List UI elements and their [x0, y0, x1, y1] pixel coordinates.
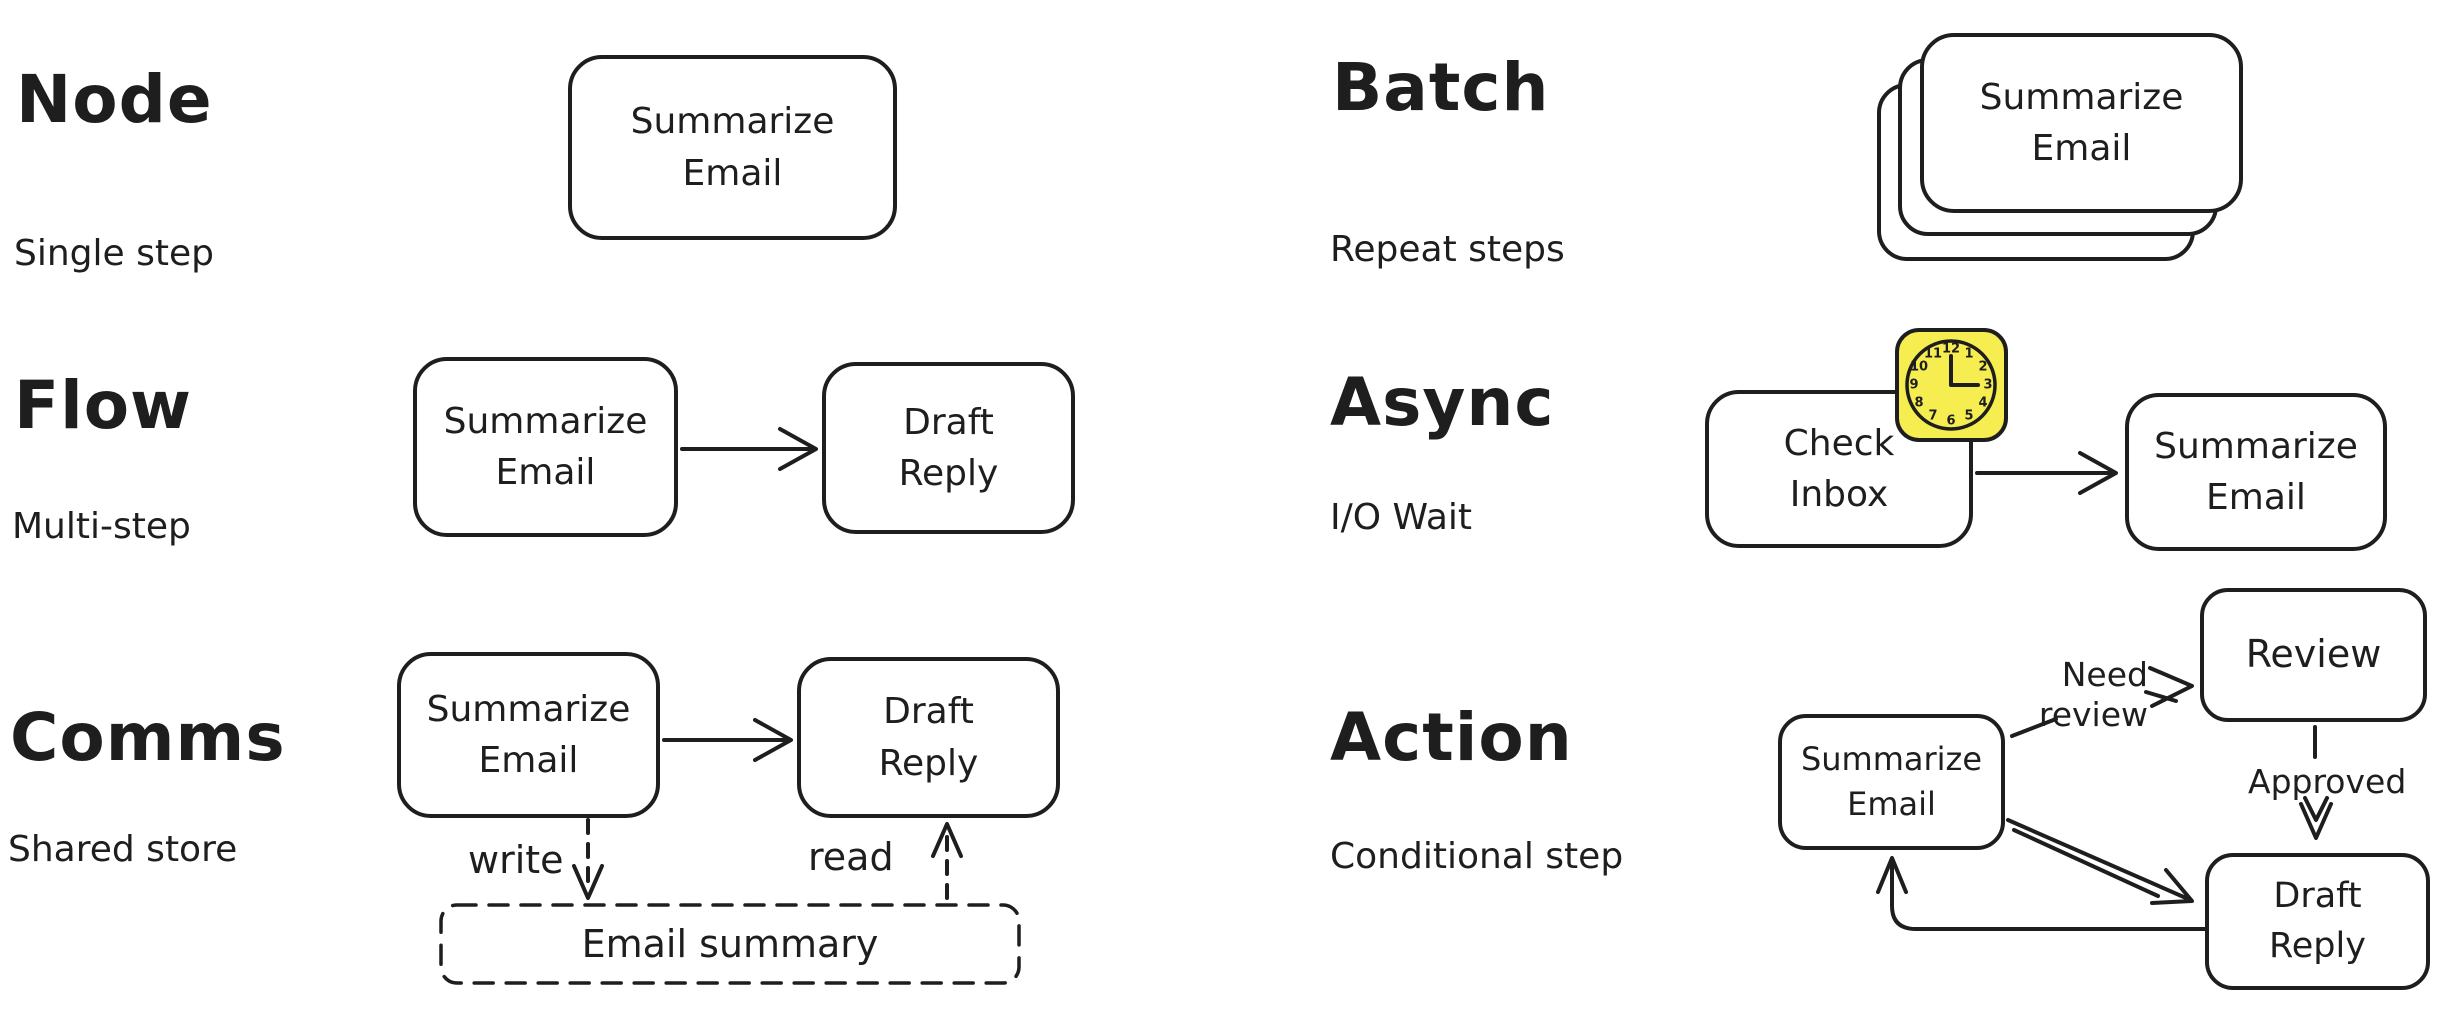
flow-summarize-email-label: Summarize Email: [443, 400, 648, 493]
clock-numeral: 8: [1914, 395, 1924, 411]
flow-draft-reply-box: Draft Reply: [822, 362, 1075, 534]
action-section-title: Action: [1330, 699, 1573, 776]
async-summarize-email-box: Summarize Email: [2125, 393, 2387, 551]
summarize-to-draft-arrow: [2006, 818, 2194, 905]
comms-section-subtitle: Shared store: [8, 829, 238, 870]
node-section-title: Node: [16, 61, 213, 138]
approved-label: Approved: [2248, 762, 2407, 801]
flow-summarize-email-box: Summarize Email: [413, 357, 678, 537]
async-check-inbox-label: Check Inbox: [1783, 422, 1895, 515]
approved-arrow-head: [2299, 796, 2333, 840]
node-summarize-email-box: Summarize Email: [568, 55, 897, 240]
action-section-subtitle: Conditional step: [1330, 836, 1624, 877]
clock-numeral: 10: [1909, 359, 1929, 375]
flow-arrow: [680, 427, 818, 471]
need-review-label: Need review: [2038, 655, 2148, 734]
write-arrow-head: [572, 864, 604, 900]
async-section-title: Async: [1330, 364, 1555, 441]
batch-summarize-email-box: Summarize Email: [1920, 33, 2243, 213]
clock-numeral: 3: [1983, 377, 1993, 393]
flow-section-subtitle: Multi-step: [12, 506, 191, 547]
draft-to-summarize-return-arrow: [1876, 856, 2207, 931]
comms-draft-reply-label: Draft Reply: [878, 691, 979, 784]
async-summarize-email-label: Summarize Email: [2154, 425, 2358, 518]
batch-section-subtitle: Repeat steps: [1330, 229, 1565, 270]
clock-numeral: 5: [1964, 408, 1974, 424]
node-section-subtitle: Single step: [14, 233, 214, 274]
flow-draft-reply-label: Draft Reply: [898, 401, 999, 494]
need-review-arrow-head: [2144, 666, 2194, 708]
clock-numeral: 9: [1909, 377, 1919, 393]
action-draft-reply-label: Draft Reply: [2269, 875, 2366, 966]
email-summary-label: Email summary: [581, 922, 879, 966]
clock-numeral: 4: [1978, 395, 1988, 411]
action-review-box: Review: [2200, 588, 2427, 722]
async-section-subtitle: I/O Wait: [1330, 497, 1472, 538]
clock-numeral: 6: [1946, 413, 1956, 429]
clock-numeral: 11: [1923, 346, 1943, 362]
read-label: read: [808, 835, 894, 879]
async-arrow: [1975, 451, 2118, 495]
clock-numeral: 12: [1941, 341, 1961, 357]
clock-numeral: 1: [1964, 346, 1974, 362]
clock-icon: 12 1 2 3 4 5 6 7 8 9 10 11: [1895, 328, 2008, 442]
comms-section-title: Comms: [10, 699, 286, 776]
batch-summarize-email-label: Summarize Email: [1979, 76, 2184, 169]
write-label: write: [468, 838, 564, 882]
clock-face: [1905, 339, 1997, 431]
read-arrow-head: [931, 822, 963, 858]
action-summarize-email-box: Summarize Email: [1778, 714, 2005, 850]
action-summarize-email-label: Summarize Email: [1800, 739, 1983, 823]
node-summarize-email-label: Summarize Email: [630, 101, 835, 194]
clock-numeral: 2: [1978, 359, 1988, 375]
comms-summarize-email-label: Summarize Email: [426, 688, 631, 781]
email-summary-store-box: Email summary: [441, 905, 1019, 983]
comms-arrow: [662, 718, 793, 762]
batch-section-title: Batch: [1332, 49, 1550, 126]
action-draft-reply-box: Draft Reply: [2205, 853, 2430, 990]
clock-numeral: 7: [1928, 408, 1938, 424]
action-review-label: Review: [2245, 632, 2382, 677]
flow-section-title: Flow: [14, 367, 193, 444]
comms-draft-reply-box: Draft Reply: [797, 657, 1060, 818]
comms-summarize-email-box: Summarize Email: [397, 652, 660, 818]
